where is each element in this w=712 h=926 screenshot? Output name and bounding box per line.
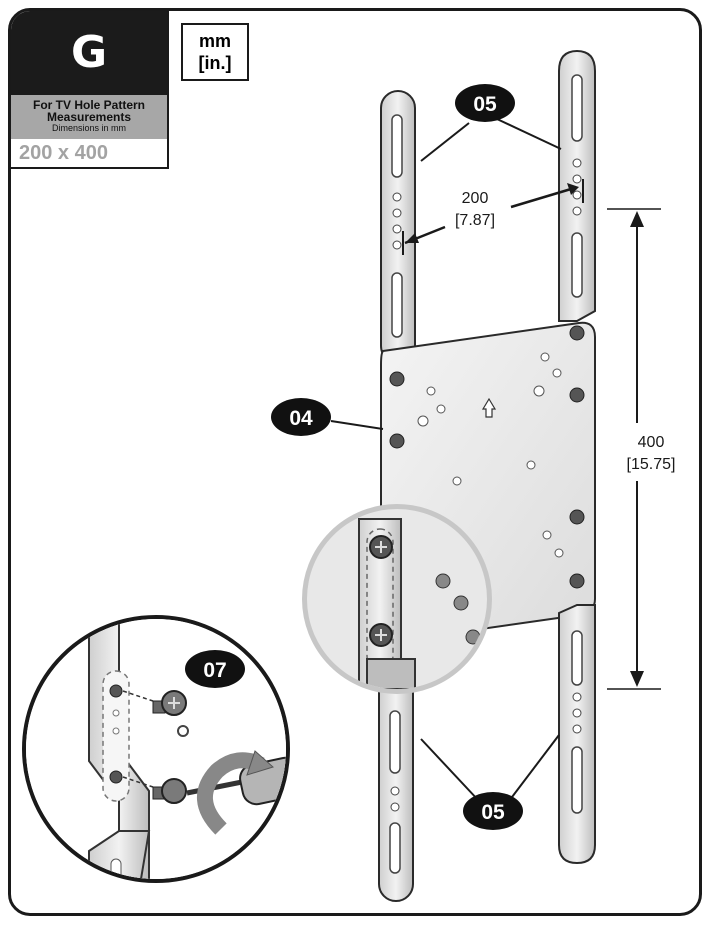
callout-bracket-top: 05 — [455, 84, 515, 122]
step-title-line1: For TV Hole Pattern — [32, 98, 145, 112]
assembly-diagram: 200 [7.87] 400 [15.75] 05 04 05 — [22, 49, 676, 902]
leader-lines — [330, 118, 562, 802]
dimension-vertical: 400 [15.75] — [607, 208, 676, 690]
callout-plate: 04 — [271, 398, 331, 436]
step-letter: G — [11, 11, 167, 95]
right-bracket-bottom — [558, 604, 596, 865]
left-bracket-top — [380, 90, 416, 364]
unit-in: [in.] — [198, 53, 232, 73]
screw-upper-icon — [152, 690, 187, 716]
hole-pattern-label: 200 x 400 — [11, 139, 167, 167]
step-title-line2: Measurements — [46, 110, 132, 124]
rotate-arrow-icon — [196, 750, 274, 835]
callout-plate-label: 04 — [289, 407, 313, 430]
plate-zoom-detail — [302, 504, 492, 694]
step-title-line3: Dimensions in mm — [51, 123, 127, 133]
callout-screw-label: 07 — [203, 659, 226, 682]
dimension-horizontal-in: [7.87] — [455, 212, 495, 229]
unit-mm: mm — [198, 31, 231, 51]
callout-bracket-bottom: 05 — [463, 792, 523, 830]
dimension-vertical-mm: 400 — [638, 434, 665, 451]
dimension-horizontal: 200 [7.87] — [402, 179, 584, 255]
dimension-horizontal-mm: 200 — [462, 190, 489, 207]
callout-bracket-top-label: 05 — [473, 93, 497, 116]
left-bracket-bottom — [378, 670, 414, 902]
unit-legend: mm [in.] — [181, 23, 249, 81]
step-header: G For TV Hole Pattern Measurements Dimen… — [11, 11, 169, 169]
dimension-vertical-in: [15.75] — [627, 456, 676, 473]
callout-bracket-bottom-label: 05 — [481, 801, 505, 824]
screw-lower-icon — [152, 778, 187, 804]
screw-magnified-detail — [22, 615, 290, 883]
instruction-panel: G For TV Hole Pattern Measurements Dimen… — [8, 8, 702, 916]
callout-screw: 07 — [185, 650, 245, 688]
step-title: For TV Hole Pattern Measurements Dimensi… — [11, 95, 167, 139]
right-bracket-top — [558, 49, 596, 322]
